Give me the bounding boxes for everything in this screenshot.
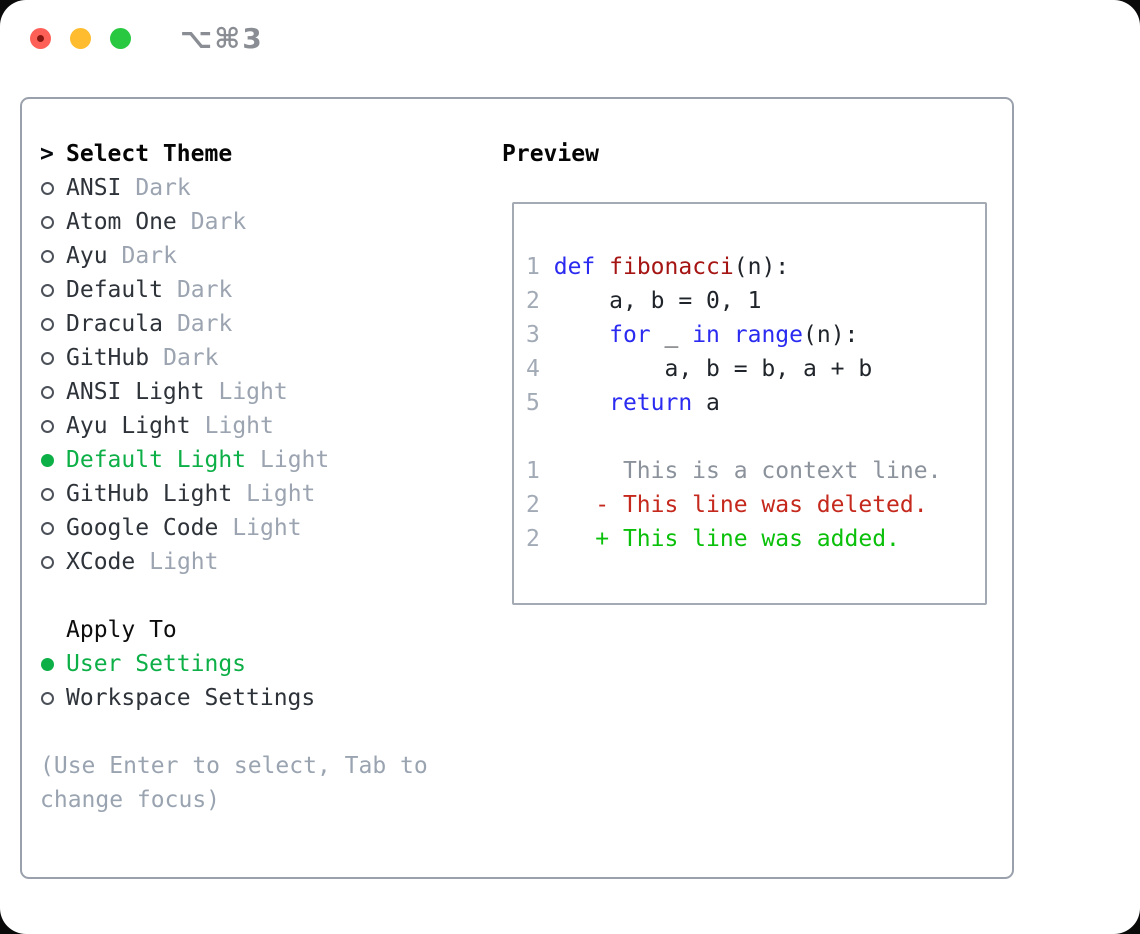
theme-tag: Dark bbox=[163, 345, 219, 371]
spacer bbox=[40, 715, 480, 749]
radio-icon bbox=[40, 691, 66, 705]
theme-option-atom-one-dark[interactable]: Atom One Dark bbox=[40, 205, 480, 239]
theme-name: Atom One bbox=[66, 209, 177, 235]
theme-option-github-dark[interactable]: GitHub Dark bbox=[40, 341, 480, 375]
line-number: 4 bbox=[526, 356, 540, 382]
theme-option-ansi-light[interactable]: ANSI Light Light bbox=[40, 375, 480, 409]
theme-option-ayu-light[interactable]: Ayu Light Light bbox=[40, 409, 480, 443]
line-number: 1 bbox=[526, 458, 540, 484]
code-line: 1 def fibonacci(n): bbox=[526, 254, 790, 280]
theme-option-ayu-dark[interactable]: Ayu Dark bbox=[40, 239, 480, 273]
radio-icon bbox=[40, 385, 66, 399]
line-number: 2 bbox=[526, 526, 540, 552]
theme-name: XCode bbox=[66, 549, 136, 575]
theme-name: Default bbox=[66, 277, 163, 303]
theme-tag: Dark bbox=[135, 175, 191, 201]
titlebar: ⌥⌘3 bbox=[30, 22, 264, 55]
radio-icon bbox=[40, 351, 66, 365]
radio-icon bbox=[40, 521, 66, 535]
theme-tag: Light bbox=[232, 515, 302, 541]
theme-tag: Light bbox=[204, 413, 274, 439]
diff-context-line: 1 This is a context line. bbox=[526, 458, 942, 484]
theme-name: ANSI Light bbox=[66, 379, 205, 405]
select-theme-label: Select Theme bbox=[66, 141, 233, 167]
blank-line bbox=[526, 420, 985, 454]
radio-icon bbox=[40, 487, 66, 501]
preview-header: Preview bbox=[502, 137, 1002, 171]
theme-option-google-code-light[interactable]: Google Code Light bbox=[40, 511, 480, 545]
radio-icon bbox=[40, 249, 66, 263]
code-line: 2 a, b = 0, 1 bbox=[526, 288, 762, 314]
select-theme-header: > Select Theme bbox=[40, 137, 480, 171]
spacer bbox=[40, 579, 480, 613]
line-number: 2 bbox=[526, 492, 540, 518]
apply-option-label: User Settings bbox=[66, 651, 247, 677]
code-preview-box: 1 def fibonacci(n): 2 a, b = 0, 1 3 for … bbox=[512, 202, 987, 605]
radio-icon bbox=[40, 181, 66, 195]
close-button[interactable] bbox=[30, 27, 51, 49]
theme-tag: Dark bbox=[121, 243, 177, 269]
apply-to-header: Apply To bbox=[40, 613, 480, 647]
radio-icon bbox=[40, 317, 66, 331]
code-line: 4 a, b = b, a + b bbox=[526, 356, 873, 382]
apply-to-label: Apply To bbox=[66, 617, 177, 643]
theme-name: Ayu bbox=[66, 243, 108, 269]
theme-tag: Dark bbox=[176, 277, 233, 303]
hint-text-line2: change focus) bbox=[40, 787, 221, 813]
apply-option-workspace-settings[interactable]: Workspace Settings bbox=[40, 681, 480, 715]
theme-option-github-light[interactable]: GitHub Light Light bbox=[40, 477, 480, 511]
theme-name: GitHub Light bbox=[66, 481, 233, 507]
line-number: 1 bbox=[526, 254, 540, 280]
theme-option-ansi-dark[interactable]: ANSI Dark bbox=[40, 171, 480, 205]
theme-name: ANSI bbox=[66, 175, 122, 201]
apply-option-user-settings[interactable]: User Settings bbox=[40, 647, 480, 681]
preview-label: Preview bbox=[502, 141, 599, 167]
radio-icon bbox=[40, 419, 66, 433]
apply-option-label: Workspace Settings bbox=[66, 685, 316, 711]
theme-option-xcode-light[interactable]: XCode Light bbox=[40, 545, 480, 579]
diff-deleted-line: 2 - This line was deleted. bbox=[526, 492, 928, 518]
theme-tag: Dark bbox=[190, 209, 247, 235]
zoom-button[interactable] bbox=[110, 27, 131, 49]
line-number: 3 bbox=[526, 322, 540, 348]
theme-name: Google Code bbox=[66, 515, 219, 541]
window-title: ⌥⌘3 bbox=[180, 21, 264, 55]
code-line: 5 return a bbox=[526, 390, 720, 416]
theme-tag: Light bbox=[149, 549, 219, 575]
theme-name: Dracula bbox=[66, 311, 163, 337]
theme-option-dracula-dark[interactable]: Dracula Dark bbox=[40, 307, 480, 341]
theme-tag: Dark bbox=[176, 311, 233, 337]
theme-tag: Light bbox=[260, 447, 330, 473]
radio-selected-icon bbox=[40, 657, 66, 671]
focus-caret-icon: > bbox=[40, 141, 54, 167]
radio-selected-icon bbox=[40, 453, 66, 467]
radio-icon bbox=[40, 215, 66, 229]
theme-option-default-dark[interactable]: Default Dark bbox=[40, 273, 480, 307]
radio-icon bbox=[40, 555, 66, 569]
theme-name: Ayu Light bbox=[66, 413, 191, 439]
line-number: 2 bbox=[526, 288, 540, 314]
radio-icon bbox=[40, 283, 66, 297]
theme-name: Default Light bbox=[66, 447, 247, 473]
diff-added-line: 2 + This line was added. bbox=[526, 526, 900, 552]
theme-name: GitHub bbox=[66, 345, 150, 371]
theme-tag: Light bbox=[218, 379, 288, 405]
code-line: 3 for _ in range(n): bbox=[526, 322, 859, 348]
theme-list: > Select Theme ANSI Dark Atom One Dark A… bbox=[40, 137, 480, 817]
hint-text-line1: (Use Enter to select, Tab to bbox=[40, 753, 428, 779]
line-number: 5 bbox=[526, 390, 540, 416]
theme-picker-panel: > Select Theme ANSI Dark Atom One Dark A… bbox=[20, 97, 1014, 879]
theme-option-default-light[interactable]: Default Light Light bbox=[40, 443, 480, 477]
minimize-button[interactable] bbox=[70, 27, 91, 49]
theme-tag: Light bbox=[246, 481, 316, 507]
